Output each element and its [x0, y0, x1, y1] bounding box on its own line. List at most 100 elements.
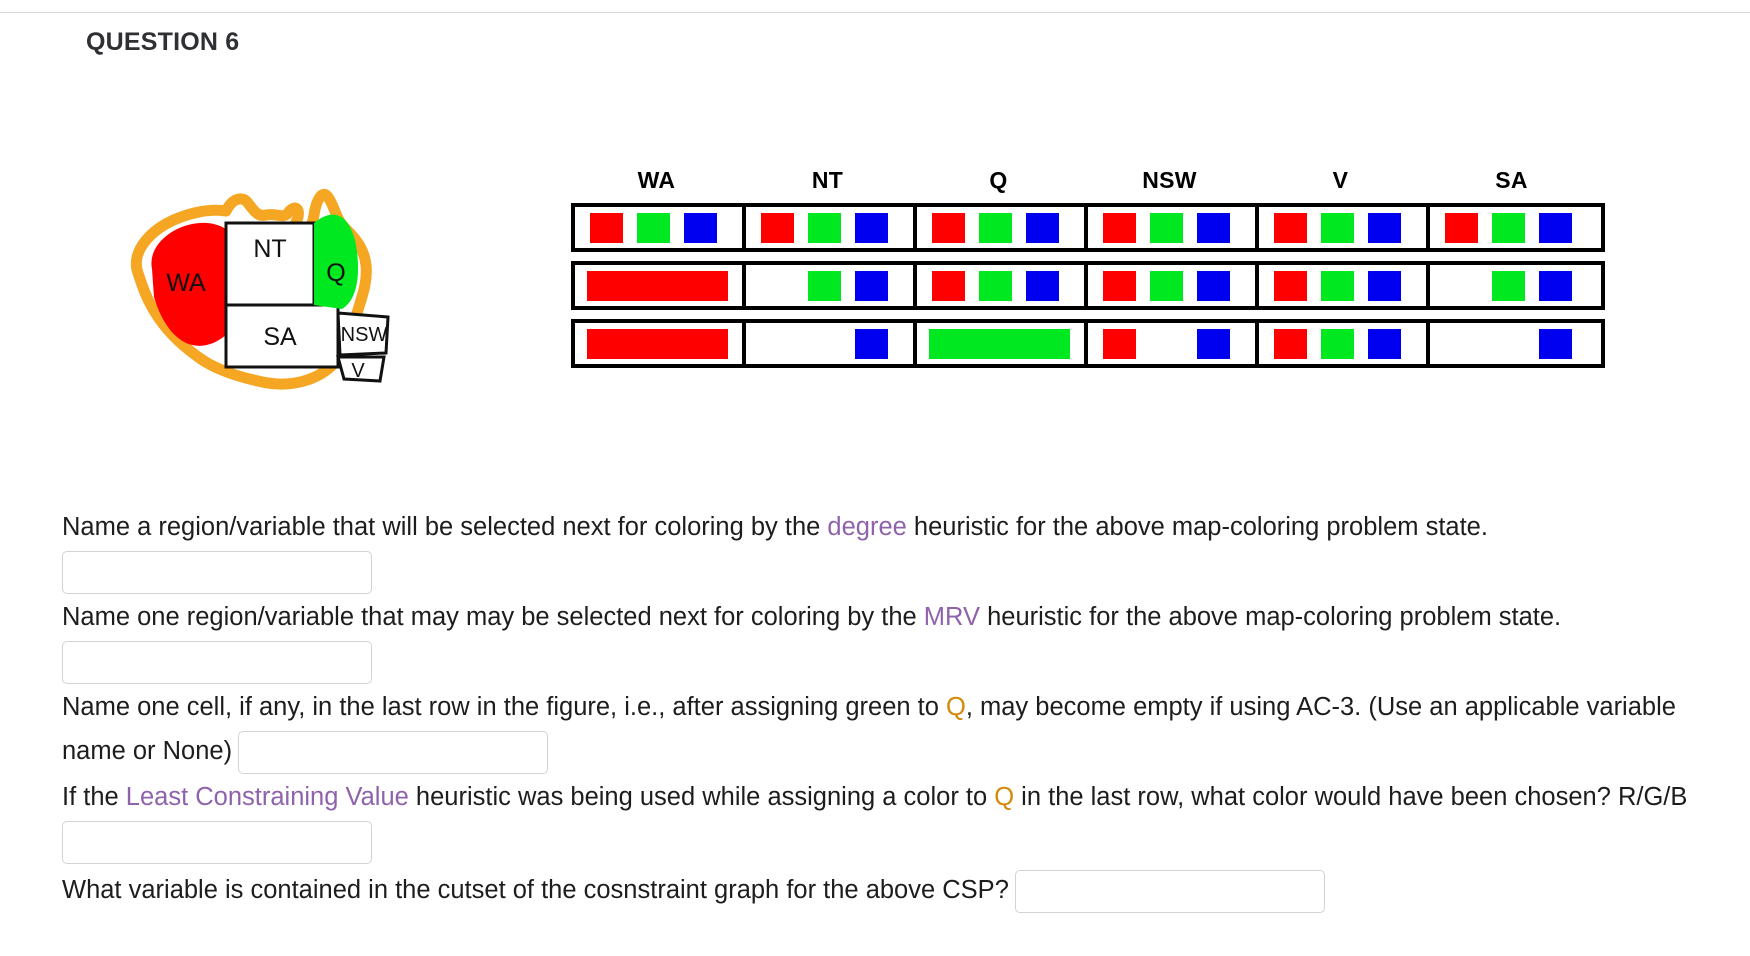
domain-value-g: [1321, 328, 1354, 359]
domain-cell-q-row2: [917, 265, 1088, 306]
question-1-answer-input[interactable]: [62, 550, 372, 594]
domain-table-rows: [571, 203, 1605, 368]
question-3-keyword: Q: [946, 693, 966, 721]
domain-value-g: [808, 270, 841, 301]
question-5-answer-input[interactable]: [1014, 869, 1325, 913]
domain-value-g: [637, 212, 670, 243]
question-2-answer-input[interactable]: [62, 640, 372, 684]
domain-value-r: [587, 270, 728, 301]
domain-value-empty: [1492, 329, 1525, 359]
map-coastline: [130, 188, 372, 390]
top-divider: [0, 12, 1750, 13]
question-3-answer-input[interactable]: [238, 730, 549, 774]
domain-value-r: [1274, 328, 1307, 359]
question-5-text: What variable is contained in the cutset…: [62, 876, 1009, 904]
domain-value-empty: [1445, 329, 1478, 359]
question-2: Name one region/variable that may may be…: [62, 595, 1702, 684]
map-label-q: Q: [326, 259, 345, 287]
domain-value-b: [1026, 270, 1059, 301]
domain-value-b: [1368, 270, 1401, 301]
domain-value-g: [979, 270, 1012, 301]
domain-value-b: [1539, 212, 1572, 243]
map-region-sa: [224, 303, 340, 369]
domain-cell-q-row3: [917, 323, 1088, 364]
domain-value-empty: [1445, 271, 1478, 301]
domain-cell-nt-row2: [746, 265, 917, 306]
domain-cell-sa-row2: [1430, 265, 1601, 306]
question-4-keyword: Least Constraining Value: [125, 783, 409, 811]
domain-value-r: [587, 328, 728, 359]
question-1-text-a: Name a region/variable that will be sele…: [62, 513, 828, 541]
domain-value-b: [1539, 328, 1572, 359]
domain-value-r: [932, 270, 965, 301]
domain-value-g: [1150, 212, 1183, 243]
domain-header-nt: NT: [811, 167, 844, 193]
map-region-nsw: [336, 311, 390, 357]
map-label-v: V: [351, 360, 365, 382]
domain-value-g: [1321, 212, 1354, 243]
domain-value-b: [1197, 328, 1230, 359]
question-2-keyword: MRV: [923, 603, 981, 631]
domain-row-1: [571, 203, 1605, 252]
domain-value-g: [1492, 212, 1525, 243]
domain-value-b: [1026, 212, 1059, 243]
question-1-keyword: degree: [827, 513, 907, 541]
domain-cell-v-row3: [1259, 323, 1430, 364]
domain-value-r: [1274, 212, 1307, 243]
question-2-text-b: heuristic for the above map-coloring pro…: [980, 603, 1562, 631]
domain-value-b: [855, 212, 888, 243]
domain-cell-nsw-row3: [1088, 323, 1259, 364]
question-4-text-c: in the last row, what color would have b…: [1014, 783, 1688, 811]
domain-value-empty: [761, 271, 794, 301]
map-region-q: [314, 214, 358, 309]
domain-value-r: [1103, 270, 1136, 301]
domain-value-b: [855, 270, 888, 301]
domain-cell-nt-row1: [746, 207, 917, 248]
australia-map-figure: NT Q WA SA NSW V: [108, 185, 398, 410]
domain-value-r: [1103, 328, 1136, 359]
domain-header-q: Q: [989, 167, 1008, 193]
question-4: If the Least Constraining Value heuristi…: [62, 775, 1702, 864]
domain-value-b: [1197, 212, 1230, 243]
domain-cell-sa-row3: [1430, 323, 1601, 364]
domain-value-b: [684, 212, 717, 243]
domain-value-b: [855, 328, 888, 359]
map-region-wa: [151, 222, 226, 346]
question-2-text-a: Name one region/variable that may may be…: [62, 603, 924, 631]
domain-value-r: [1103, 212, 1136, 243]
domain-value-b: [1368, 212, 1401, 243]
domain-value-g: [1492, 270, 1525, 301]
domain-cell-wa-row2: [575, 265, 746, 306]
domain-value-g: [1150, 270, 1183, 301]
domain-row-2: [571, 261, 1605, 310]
domain-value-empty: [1150, 329, 1183, 359]
domain-value-b: [1368, 328, 1401, 359]
domain-value-g: [808, 212, 841, 243]
domain-header-wa: WA: [637, 167, 676, 193]
question-3-text-a: Name one cell, if any, in the last row i…: [62, 693, 946, 721]
map-label-wa: WA: [166, 269, 206, 297]
domain-header-sa: SA: [1495, 167, 1528, 193]
question-1-answer-row: [62, 549, 1702, 599]
domain-row-3: [571, 319, 1605, 368]
domain-cell-nsw-row1: [1088, 207, 1259, 248]
domain-value-r: [932, 212, 965, 243]
domain-value-b: [1197, 270, 1230, 301]
question-1-text-b: heuristic for the above map-coloring pro…: [906, 513, 1488, 541]
domain-header-v: V: [1332, 167, 1349, 193]
page-title: QUESTION 6: [86, 28, 240, 56]
map-label-nsw: NSW: [341, 324, 388, 346]
domain-cell-sa-row1: [1430, 207, 1601, 248]
domain-cell-v-row1: [1259, 207, 1430, 248]
question-4-answer-input[interactable]: [62, 820, 372, 864]
domain-value-r: [1445, 212, 1478, 243]
question-5: What variable is contained in the cutset…: [62, 868, 1702, 913]
question-4-text-a: If the: [62, 783, 126, 811]
domain-value-g: [1321, 270, 1354, 301]
domain-value-empty: [761, 329, 794, 359]
map-label-sa: SA: [263, 323, 297, 351]
question-1: Name a region/variable that will be sele…: [62, 505, 1702, 599]
domain-value-g: [929, 328, 1070, 359]
